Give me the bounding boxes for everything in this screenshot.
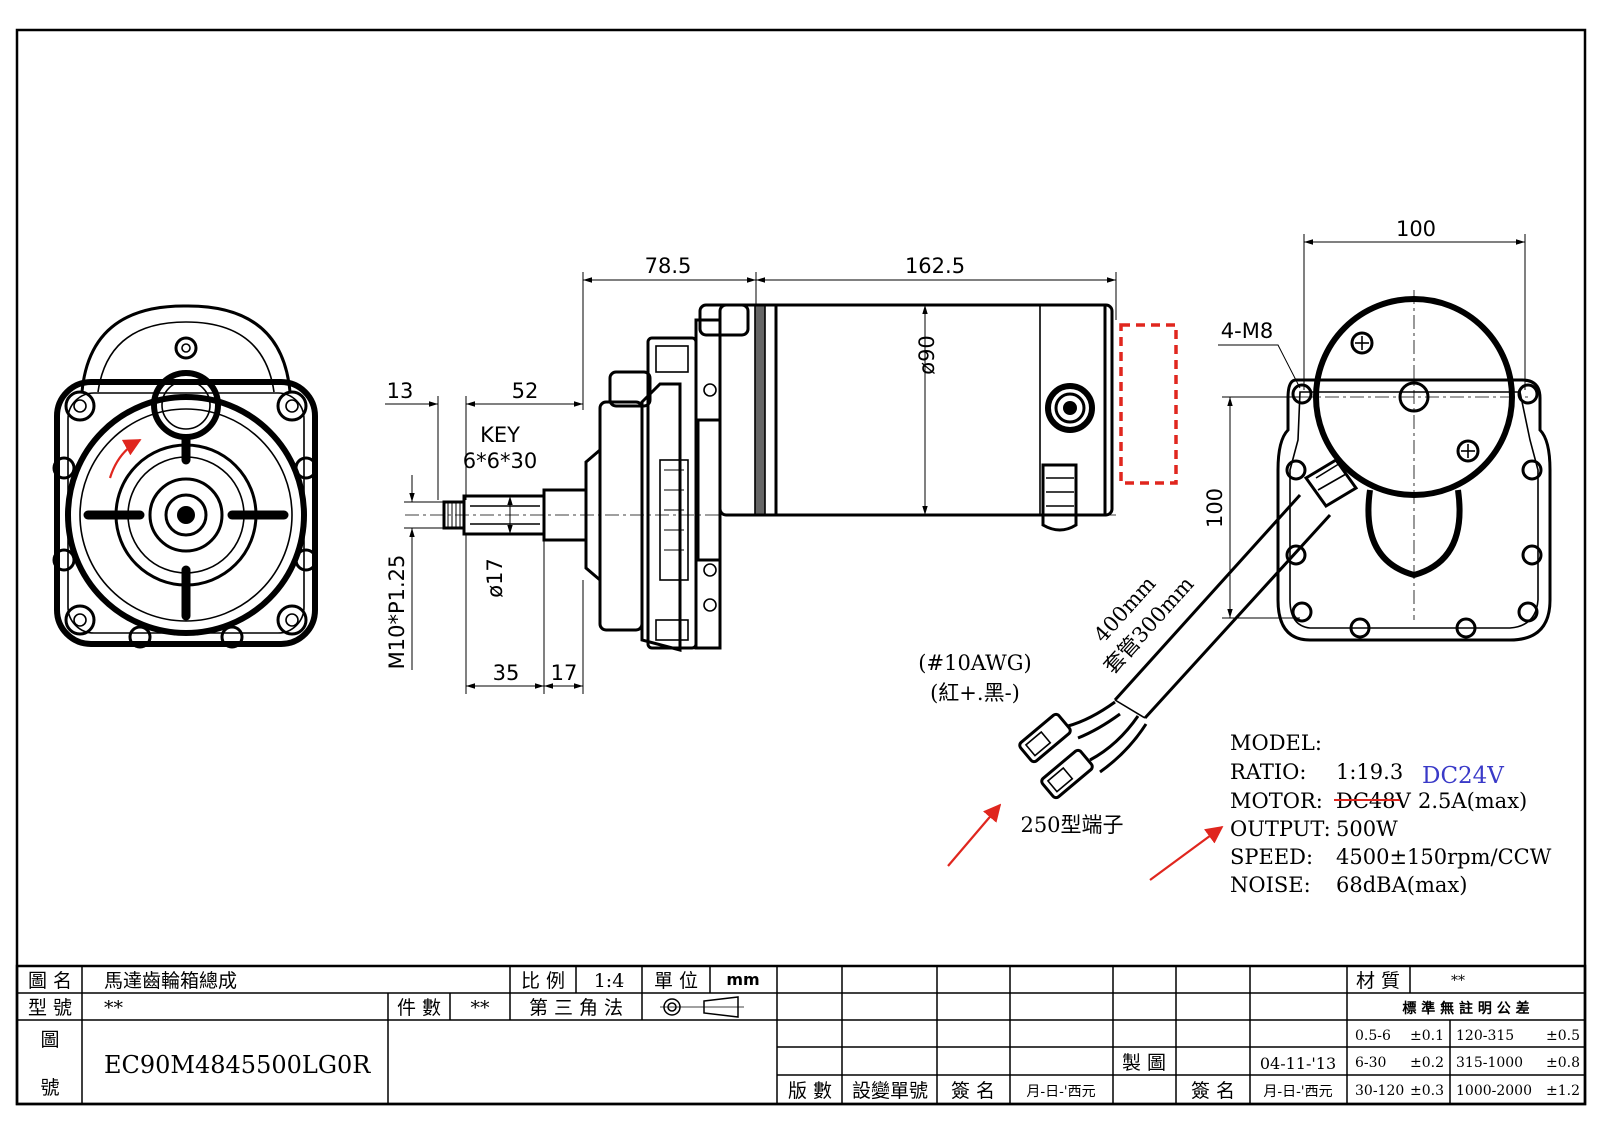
spec-list: MODEL: RATIO: 1:19.3 DC24V MOTOR: DC48V … — [1230, 731, 1552, 897]
terminal-arrow — [947, 803, 1002, 867]
sheet-border — [15, 28, 1587, 1106]
tb-unit-label: 單 位 — [654, 970, 698, 992]
dim-17: 17 — [551, 661, 578, 685]
spec-ratio-label: RATIO: — [1230, 760, 1306, 784]
dim-52: 52 — [512, 379, 539, 403]
tol-range2: 315-1000 — [1456, 1055, 1523, 1071]
output-arrow — [1149, 825, 1224, 881]
tb-scale-label: 比 例 — [521, 970, 565, 992]
dim-phi90: ø90 — [915, 335, 939, 375]
tol-value: ±0.2 — [1410, 1055, 1444, 1071]
tb-drawing-label-2: 號 — [40, 1077, 59, 1099]
tol-range: 0.5-6 — [1355, 1028, 1391, 1044]
dim-35: 35 — [493, 661, 520, 685]
tb-drawn-date: 04-11-'13 — [1260, 1054, 1336, 1073]
tolerance-table: 0.5-6 ±0.1 120-315 ±0.5 6-30 ±0.2 315-10… — [1355, 1028, 1580, 1099]
spec-speed-label: SPEED: — [1230, 845, 1313, 869]
highlight-box — [1119, 323, 1178, 485]
tol-range2: 1000-2000 — [1456, 1083, 1532, 1099]
spec-motor-label: MOTOR: — [1230, 789, 1323, 813]
rotation-arrow — [108, 439, 142, 479]
cable-awg: (#10AWG) — [918, 651, 1031, 675]
spec-noise-label: NOISE: — [1230, 873, 1311, 897]
hole-spec: 4-M8 — [1221, 319, 1273, 343]
third-angle-symbol — [660, 996, 744, 1018]
tb-unit-value: mm — [726, 970, 759, 989]
spec-voltage-new: DC24V — [1422, 763, 1504, 789]
tb-material-value: ** — [1451, 973, 1465, 989]
rear-view — [1276, 290, 1552, 642]
tb-projection: 第 三 角 法 — [529, 997, 623, 1019]
terminal-label: 250型端子 — [1020, 813, 1123, 837]
tb-name-label: 圖 名 — [28, 970, 72, 992]
title-block — [15, 964, 1587, 1106]
key-title: KEY — [480, 423, 520, 447]
tb-date-label-1: 月-日-'西元 — [1026, 1084, 1095, 1100]
spec-output-label: OUTPUT: — [1230, 817, 1331, 841]
tb-scale-value: 1:4 — [594, 970, 625, 992]
tb-drawing-number: EC90M4845500LG0R — [104, 1051, 371, 1079]
tol-value2: ±0.5 — [1546, 1028, 1580, 1044]
cable-colors: (紅+.黑-) — [930, 681, 1020, 705]
tol-range2: 120-315 — [1456, 1028, 1514, 1044]
tb-type-label: 型 號 — [28, 997, 72, 1019]
rear-dimensions — [1218, 234, 1526, 619]
tol-value2: ±0.8 — [1546, 1055, 1580, 1071]
dim-100-side: 100 — [1203, 488, 1227, 528]
spec-speed-value: 4500±150rpm/CCW — [1336, 845, 1552, 869]
tol-value: ±0.3 — [1410, 1083, 1444, 1099]
tb-sign-label-2: 簽 名 — [1191, 1080, 1235, 1102]
tb-name-value: 馬達齒輪箱總成 — [104, 970, 237, 992]
spec-noise-value: 68dBA(max) — [1336, 873, 1467, 897]
dim-thread: M10*P1.25 — [385, 555, 409, 670]
tb-qty-value: ** — [471, 997, 491, 1019]
tb-tol-title: 標 準 無 註 明 公 差 — [1402, 1000, 1529, 1017]
dim-13: 13 — [387, 379, 414, 403]
spec-model-label: MODEL: — [1230, 731, 1322, 755]
dim-162-5: 162.5 — [905, 254, 965, 278]
tb-drawn-label: 製 圖 — [1122, 1052, 1166, 1074]
key-size: 6*6*30 — [463, 449, 537, 473]
cable — [1018, 493, 1332, 800]
spec-ratio-value: 1:19.3 — [1336, 760, 1403, 784]
front-view — [52, 304, 318, 649]
tol-value: ±0.1 — [1410, 1028, 1444, 1044]
tol-range: 30-120 — [1355, 1083, 1404, 1099]
spec-output-value: 500W — [1336, 817, 1398, 841]
dim-100-top: 100 — [1396, 217, 1436, 241]
tb-rev-label: 版 數 — [788, 1080, 832, 1102]
tb-sign-label-1: 簽 名 — [951, 1080, 995, 1102]
side-dimensions — [385, 272, 1117, 694]
tb-material-label: 材 質 — [1356, 970, 1400, 992]
tb-date-label-2: 月-日-'西元 — [1263, 1084, 1332, 1100]
tol-range: 6-30 — [1355, 1055, 1386, 1071]
tb-drawing-label-1: 圖 — [40, 1029, 59, 1051]
tb-type-value: ** — [104, 997, 124, 1019]
dim-78-5: 78.5 — [645, 254, 692, 278]
spec-motor-current: 2.5A(max) — [1418, 789, 1527, 813]
tb-qty-label: 件 數 — [397, 997, 441, 1019]
side-view — [405, 303, 1178, 652]
dim-phi17: ø17 — [483, 558, 507, 598]
tb-change-label: 設變單號 — [852, 1080, 928, 1102]
tol-value2: ±1.2 — [1546, 1083, 1580, 1099]
